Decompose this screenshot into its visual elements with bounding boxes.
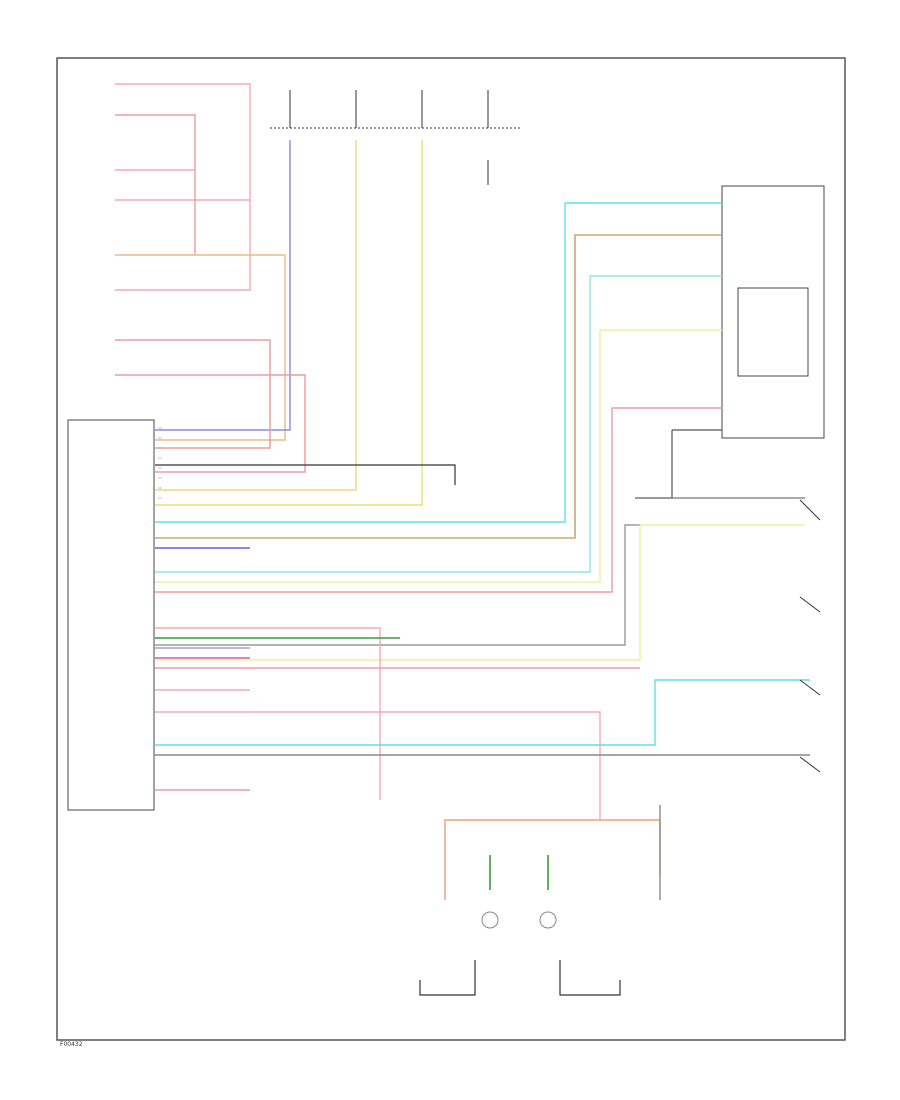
wire-cyan: [155, 202, 722, 523]
wire-lower-group: [155, 627, 810, 820]
wire-light-blue: [155, 275, 722, 573]
wire-pink-top: [115, 83, 251, 291]
diagram-frame: [56, 57, 846, 1041]
wire-yellow-2: [155, 140, 423, 506]
wire-light-yellow: [155, 329, 722, 583]
wire-red-mid: [115, 339, 306, 473]
connector-pins: [158, 427, 162, 499]
wire-red-lower: [155, 407, 722, 593]
wire-orange: [115, 254, 286, 441]
wire-dark-gray: [155, 429, 805, 646]
motor-inner-box: [737, 287, 809, 377]
wire-yellow-1: [155, 140, 357, 491]
bottom-wiring: [419, 805, 661, 996]
switch-symbols-right: [799, 499, 821, 773]
wire-tan: [155, 234, 722, 539]
door-lock-switch-box: [721, 185, 825, 439]
fuse-row: [270, 90, 520, 129]
wire-purple: [155, 140, 291, 431]
wire-black-mid: [155, 464, 456, 485]
diagram-code: F00432: [60, 1041, 83, 1048]
ground-points-top: [289, 160, 489, 185]
left-module-box: [67, 419, 155, 811]
wire-light-yellow-right: [155, 524, 805, 661]
